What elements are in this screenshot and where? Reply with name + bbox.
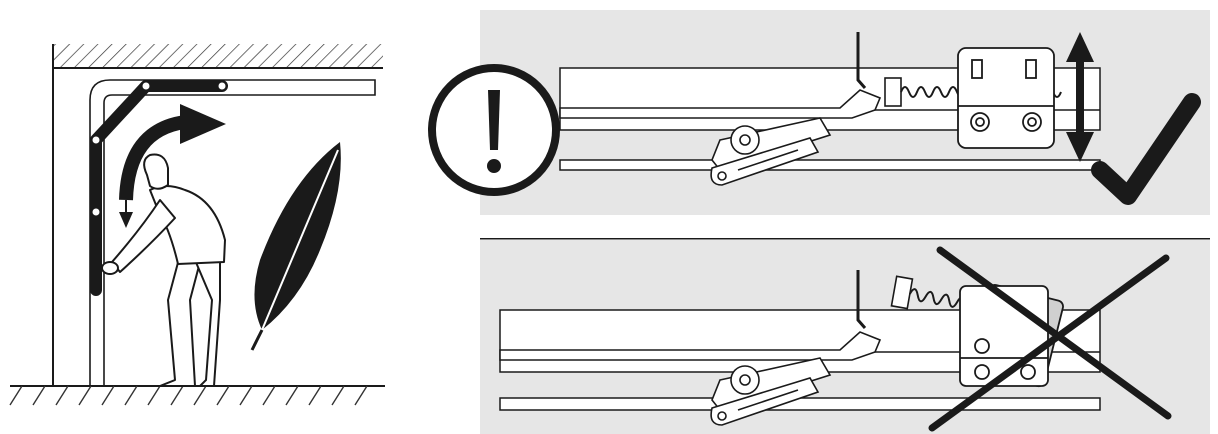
feather-icon: [252, 142, 341, 350]
warning-figure: [422, 58, 566, 202]
floor-icon: [10, 386, 385, 405]
door-track-icon: [90, 80, 375, 386]
warning-icon: [432, 68, 556, 192]
correct-installation-panel: [480, 10, 1210, 215]
spring-mount-icon: [958, 48, 1054, 148]
incorrect-installation-panel: [480, 238, 1210, 434]
manual-operation-figure: [0, 0, 400, 434]
